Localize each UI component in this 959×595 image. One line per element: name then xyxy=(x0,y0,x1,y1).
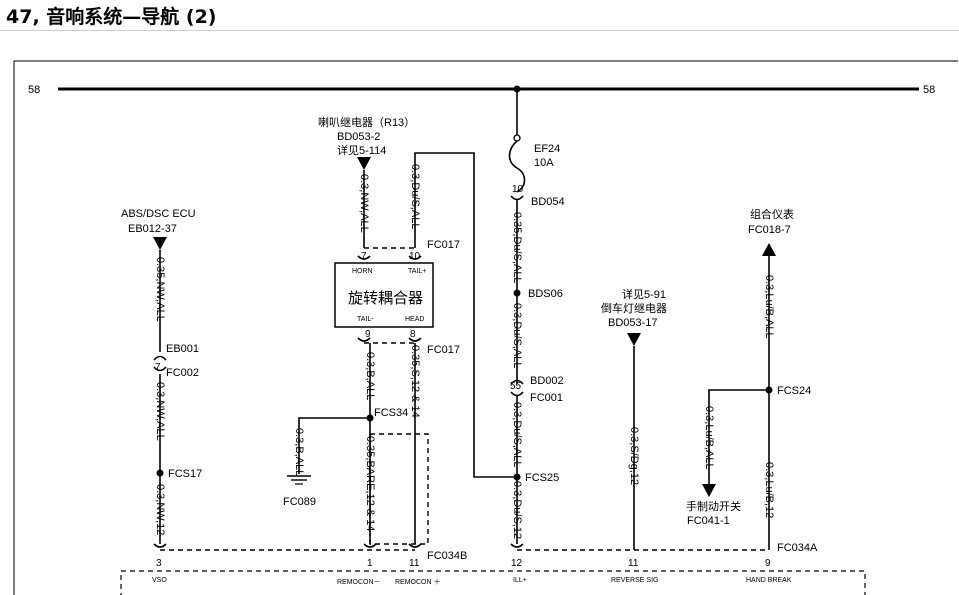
pin-number: 9 xyxy=(365,329,371,340)
connector-curve xyxy=(153,355,167,361)
wire-label: 0.3,Du/S,ALL xyxy=(409,164,421,229)
wire-label: 0.3,Du/S,ALL xyxy=(511,402,523,467)
wire-label: 0.3,Du/S,ALL xyxy=(511,303,523,368)
connector-fcs34: FCS34 xyxy=(374,407,408,419)
diagram-frame xyxy=(13,60,958,595)
handbrake-switch-ref: FC041-1 xyxy=(687,515,730,527)
connector-fc034a-label: FC034A xyxy=(777,542,818,554)
signal-arrow xyxy=(153,237,167,250)
wire-label: 0.3,S/Dg,12 xyxy=(628,427,640,485)
wire-label: 0.3,NW,ALL xyxy=(358,174,370,233)
wire-label: 0.35,BARE,12 & 14 xyxy=(364,436,376,531)
fuse-rating: 10A xyxy=(534,157,554,169)
wire-label: 0.35,Du/S,ALL xyxy=(511,212,523,284)
pin-remocon-plus: REMOCON ＋ xyxy=(395,578,441,586)
connector-fcs24: FCS24 xyxy=(777,385,811,397)
fuse-terminal-top xyxy=(513,134,521,142)
pin-hand-break: HAND BREAK xyxy=(746,577,792,584)
connector-fc002: FC002 xyxy=(166,367,199,379)
connector-fc017-top-label: FC017 xyxy=(427,239,460,251)
wire-label: 0.35,S,12 & 14 xyxy=(409,345,421,418)
pin-number: 9 xyxy=(765,558,771,569)
pin-number: 11 xyxy=(409,558,420,569)
pin-number: 10 xyxy=(409,251,421,262)
connector-fc017-bottom-label: FC017 xyxy=(427,344,460,356)
pin-number: 8 xyxy=(410,329,416,340)
connector-bd054: BD054 xyxy=(531,196,565,208)
fuse-id: EF24 xyxy=(534,143,560,155)
horn-relay-ref: BD053-2 xyxy=(337,131,380,143)
head-unit-outline xyxy=(120,570,866,595)
connector-curve xyxy=(357,255,422,260)
pin-label-tail-plus: TAIL+ xyxy=(408,268,426,275)
bus-label-left: 58 xyxy=(28,84,40,96)
wire-label: 0.3,Lu/B,ALL xyxy=(703,406,715,470)
signal-arrow xyxy=(702,484,716,497)
connector-curve xyxy=(510,379,524,385)
connector-curve xyxy=(153,543,524,548)
wire-label: 0.3,Du/S,12 xyxy=(511,481,523,539)
connector-curve xyxy=(510,391,524,397)
cluster-name: 组合仪表 xyxy=(750,207,794,221)
ground-ref: FC089 xyxy=(283,496,316,508)
pin-reverse-sig: REVERSE SIG xyxy=(611,577,658,584)
wire-label: 0.3,NW,12 xyxy=(154,484,166,535)
wire-label: 0.3,Lu/B,12 xyxy=(763,462,775,518)
pin-number: 11 xyxy=(628,558,639,569)
pin-number: 55 xyxy=(510,381,522,392)
connector-eb001: EB001 xyxy=(166,343,199,355)
splice-bds06 xyxy=(513,289,521,297)
signal-arrow xyxy=(762,243,776,256)
connector-fcs17: FCS17 xyxy=(168,468,202,480)
shield-outline xyxy=(369,433,429,545)
reverse-relay-name: 倒车灯继电器 xyxy=(601,301,667,315)
wire-label: 0.3,Lu/B,ALL xyxy=(763,275,775,339)
handbrake-switch-name: 手制动开关 xyxy=(686,499,741,513)
abs-ecu-ref: EB012-37 xyxy=(128,223,177,235)
fuse-symbol xyxy=(508,140,526,193)
title-divider xyxy=(0,30,959,31)
signal-arrow xyxy=(627,333,641,346)
connector-fcs25: FCS25 xyxy=(525,472,559,484)
rotary-coupler-module xyxy=(334,262,434,328)
pin-vso: VSO xyxy=(152,577,167,584)
wire-label: 0.3,B,ALL xyxy=(293,428,305,476)
pin-label-head: HEAD xyxy=(405,316,424,323)
pin-number: 7 xyxy=(155,362,161,373)
pin-number: 12 xyxy=(511,558,523,569)
connector-bds06: BDS06 xyxy=(528,288,563,300)
splice-fcs17 xyxy=(156,469,164,477)
connector-fc034b-label: FC034B xyxy=(427,550,467,562)
module-name: 旋转耦合器 xyxy=(348,290,423,307)
pin-number: 7 xyxy=(361,251,367,262)
wire-label: 0.3,NW,ALL xyxy=(154,382,166,441)
wire-label: 0.3,B,ALL xyxy=(364,352,376,400)
reverse-relay-ref: BD053-17 xyxy=(608,317,658,329)
cluster-ref: FC018-7 xyxy=(748,224,791,236)
pin-number: 10 xyxy=(512,184,524,195)
connector-bd002: BD002 xyxy=(530,375,564,387)
pin-label-tail-minus: TAIL- xyxy=(357,316,374,323)
pin-label-horn: HORN xyxy=(352,268,373,275)
pin-remocon-minus: REMOCON－ xyxy=(337,579,381,586)
connector-fc001: FC001 xyxy=(530,392,563,404)
horn-relay-name: 喇叭继电器（R13） xyxy=(318,115,415,129)
bus-label-right: 58 xyxy=(923,84,935,96)
horn-relay-see: 详见5-114 xyxy=(337,143,386,157)
abs-ecu-name: ABS/DSC ECU xyxy=(121,208,196,220)
wire-label: 0.35,NW,ALL xyxy=(154,257,166,322)
connector-curve xyxy=(153,366,167,372)
connector-curve xyxy=(357,337,422,342)
pin-ill-plus: ILL+ xyxy=(513,577,527,584)
pin-number: 3 xyxy=(156,558,162,569)
pin-number: 1 xyxy=(367,558,373,569)
connector-curve xyxy=(510,195,524,201)
page-title: 47, 音响系统—导航 (2) xyxy=(6,6,217,28)
reverse-relay-see: 详见5-91 xyxy=(622,287,666,301)
signal-arrow xyxy=(357,157,371,170)
